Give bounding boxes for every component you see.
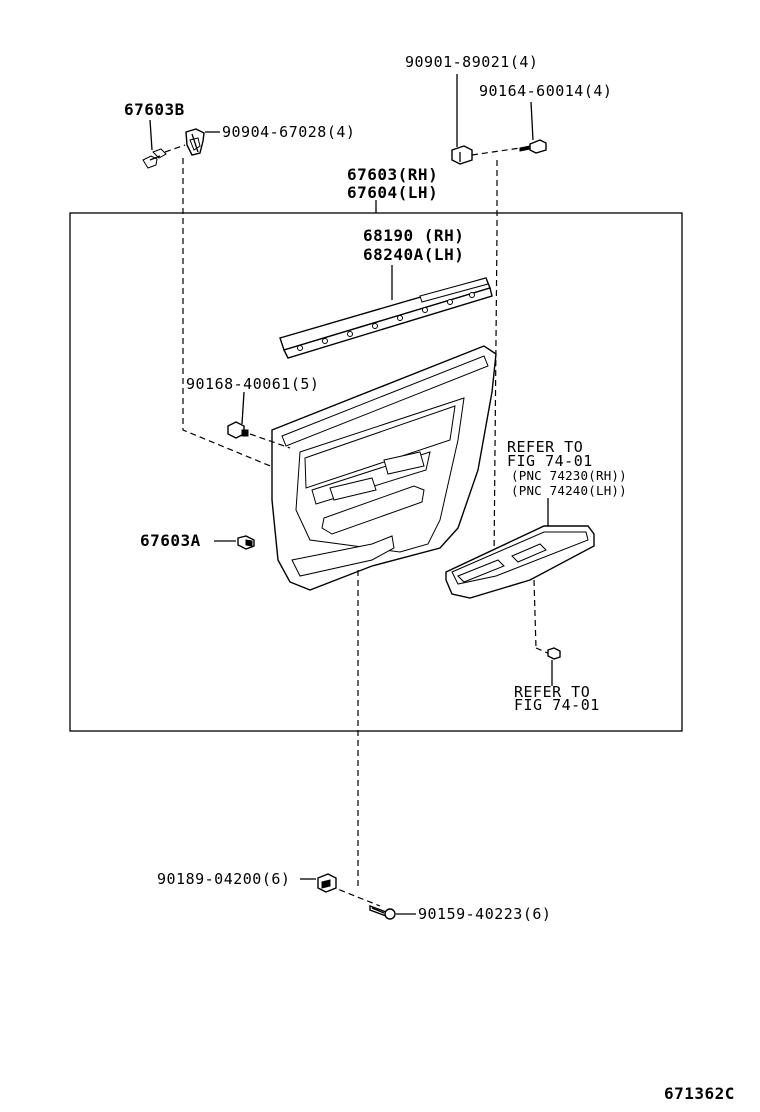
leader-67603B — [149, 119, 153, 151]
label-refer2-line2: FIG 74-01 — [514, 696, 600, 714]
dash-link-armrest-screw — [533, 579, 537, 649]
label-refer1-line2: FIG 74-01 — [507, 452, 593, 470]
label-90164: 90164-60014(4) — [479, 82, 612, 100]
clip-67603A[interactable] — [237, 535, 255, 550]
clip-90168[interactable] — [227, 421, 249, 439]
label-figure-code: 671362C — [664, 1084, 735, 1103]
dash-link-90901-90164 — [471, 147, 521, 156]
screw-90159[interactable] — [369, 904, 396, 920]
label-refer1-pnc2: (PNC 74240(LH)) — [511, 483, 627, 498]
clip-67603B[interactable] — [142, 148, 167, 169]
dash-link-center — [493, 160, 498, 561]
label-67604-lh: 67604(LH) — [347, 183, 438, 202]
label-67603A: 67603A — [140, 531, 201, 550]
label-90189: 90189-04200(6) — [157, 870, 290, 888]
label-refer2-line1: REFER TO — [514, 683, 590, 701]
clip-90189[interactable] — [317, 873, 337, 893]
label-refer1-pnc1: (PNC 74230(RH)) — [511, 468, 627, 483]
armrest-screw[interactable] — [547, 647, 561, 660]
label-68240A-lh: 68240A(LH) — [363, 245, 464, 264]
retainer-90901[interactable] — [451, 145, 473, 165]
label-68190-rh: 68190 (RH) — [363, 226, 464, 245]
door-trim-board-67603[interactable] — [271, 345, 497, 591]
dash-link-left — [182, 158, 281, 471]
label-90168: 90168-40061(5) — [186, 375, 319, 393]
label-refer1-line1: REFER TO — [507, 438, 583, 456]
dash-link-67603B — [164, 144, 186, 153]
clip-90904[interactable] — [185, 128, 205, 156]
leader-90164 — [530, 101, 534, 141]
nut-90164[interactable] — [519, 139, 547, 154]
label-67603-rh: 67603(RH) — [347, 165, 438, 184]
label-67603B: 67603B — [124, 100, 185, 119]
leader-90168 — [241, 391, 245, 425]
label-90159: 90159-40223(6) — [418, 905, 551, 923]
dash-link-90168 — [249, 433, 291, 449]
armrest-switch-base[interactable] — [445, 525, 595, 599]
weatherstrip-68190[interactable] — [279, 277, 493, 359]
dash-link-bottom-2 — [329, 885, 381, 907]
label-90904: 90904-67028(4) — [222, 123, 355, 141]
label-90901: 90901-89021(4) — [405, 53, 538, 71]
